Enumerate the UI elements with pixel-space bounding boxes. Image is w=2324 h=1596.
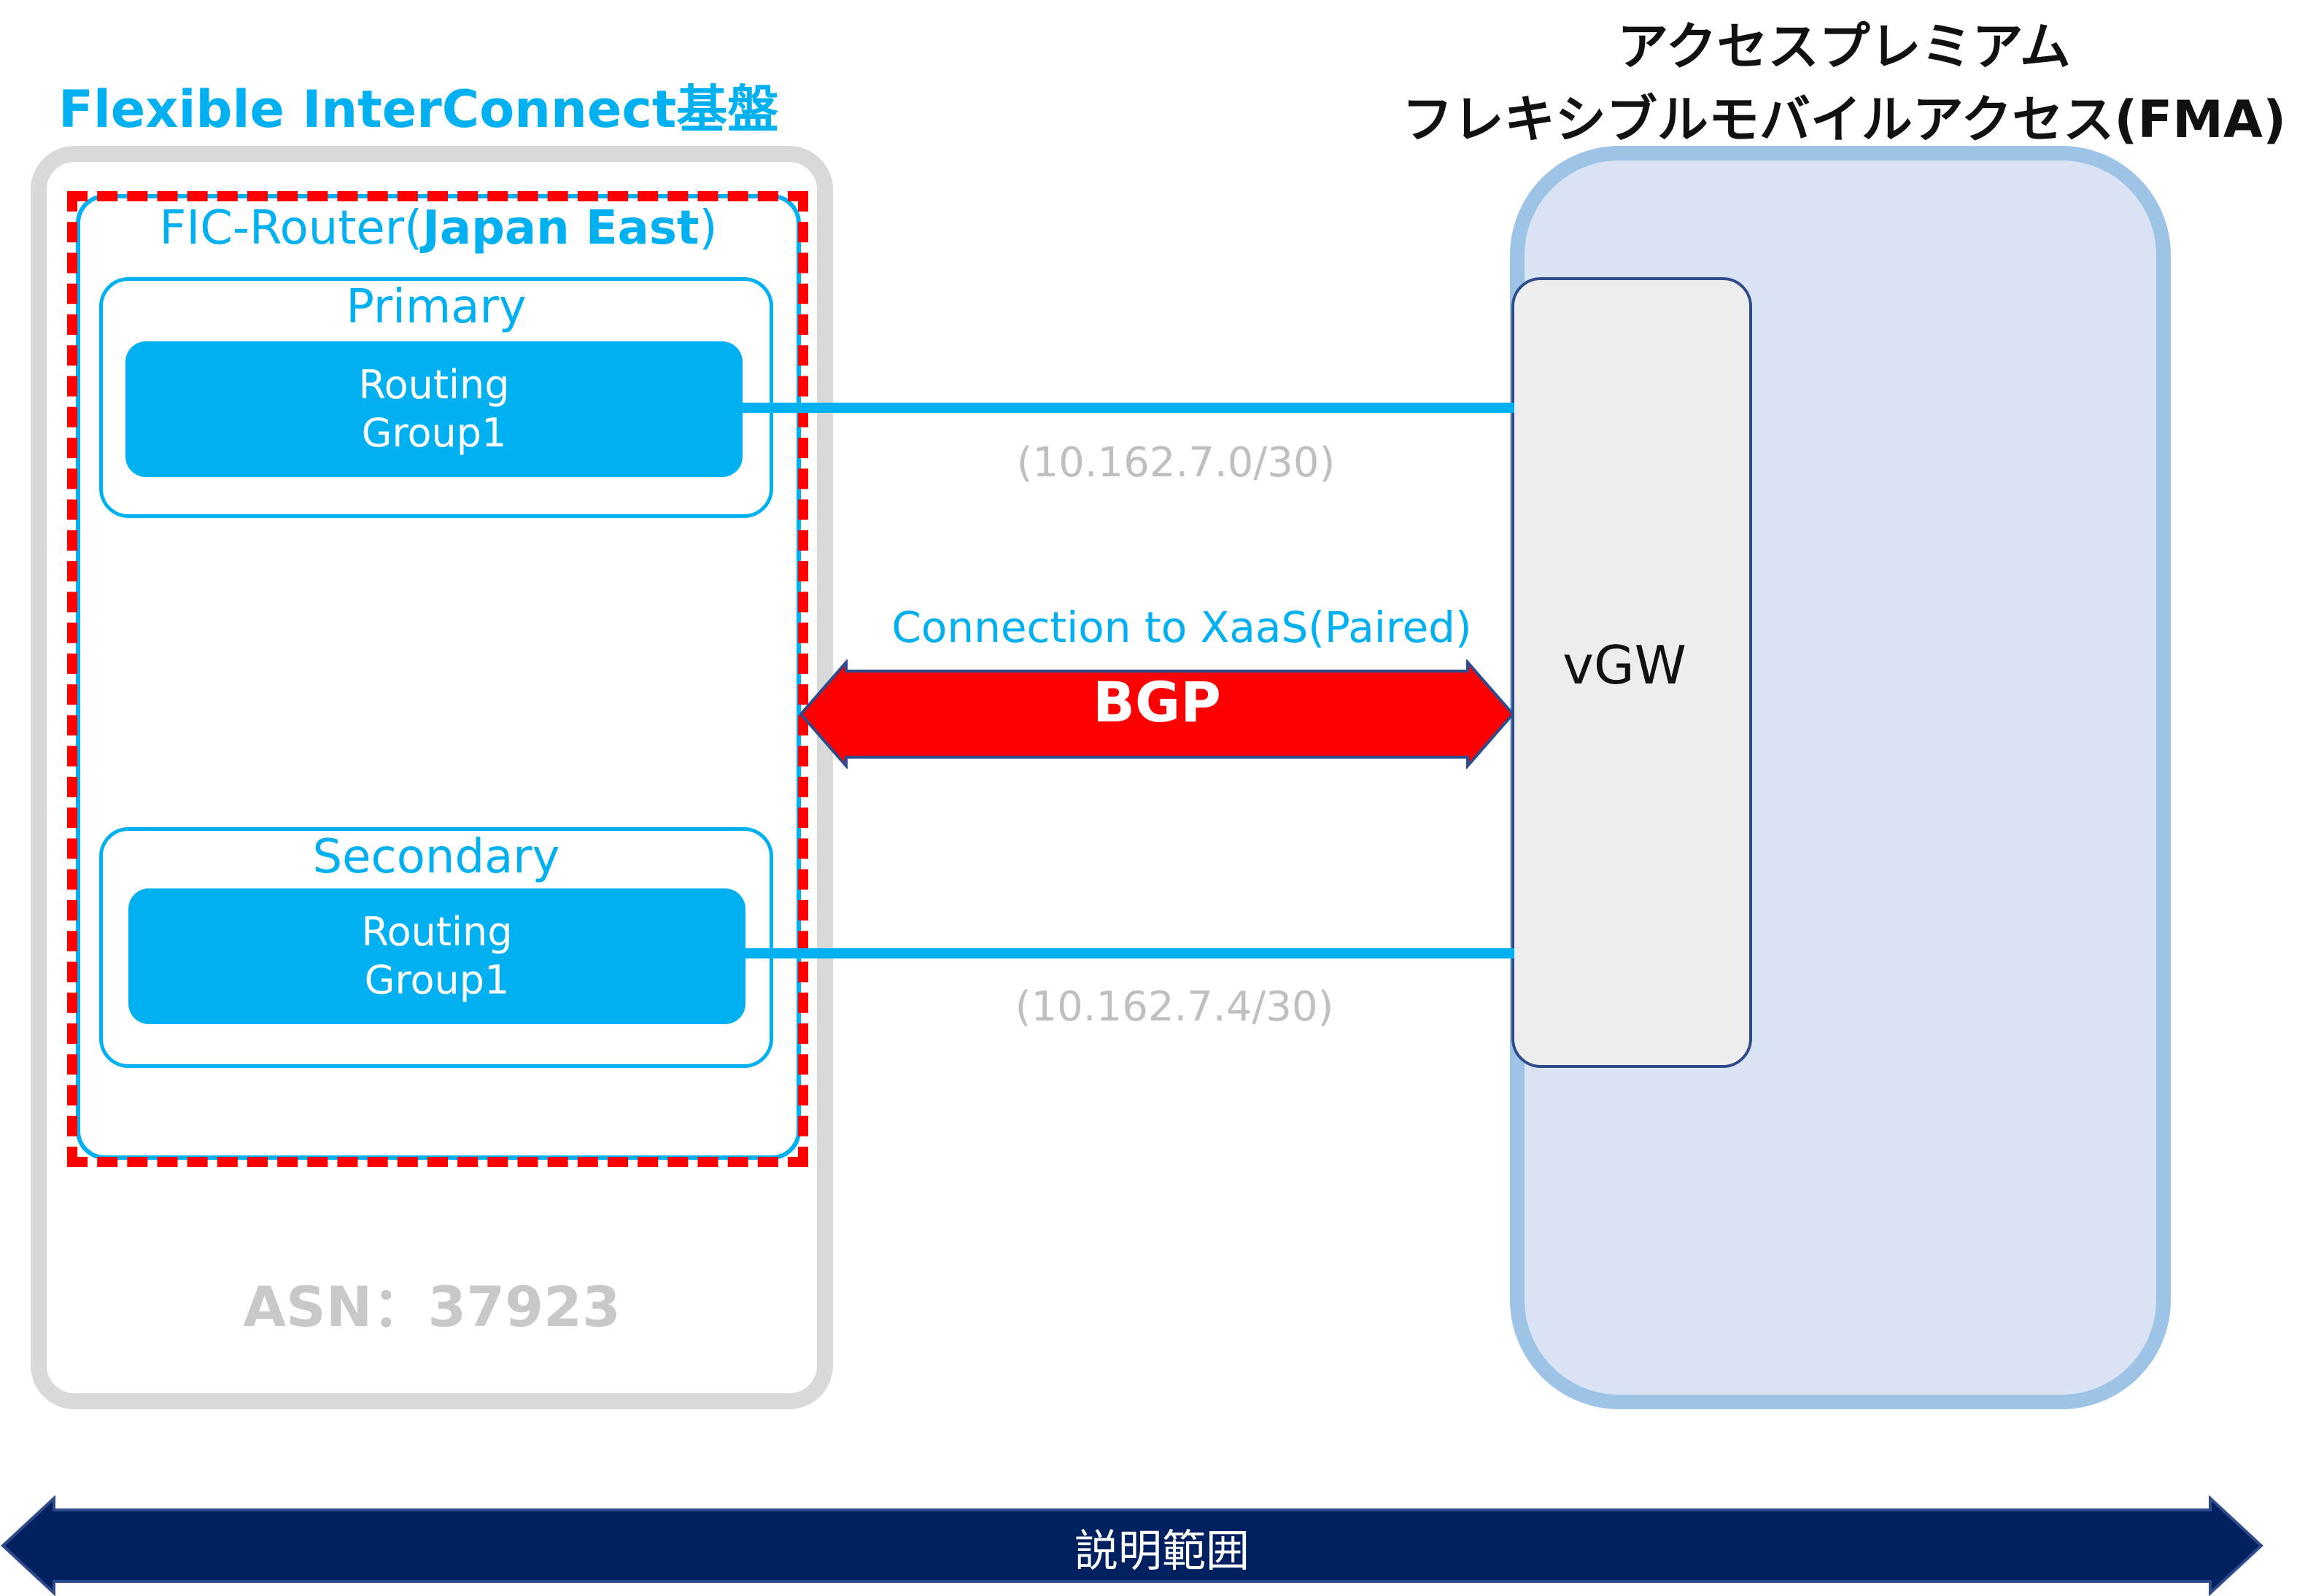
fic-router-label: FIC-Router(Japan East) [159,201,718,255]
scope-double-arrow [1,1495,2263,1596]
vgw-box [1511,277,1752,1068]
primary-ip-label: (10.162.7.0/30) [1016,439,1336,487]
region-label: Japan East [422,201,700,255]
scope-label: 説明範囲 [1074,1526,1250,1577]
bgp-double-arrow [799,659,1514,769]
connection-label: Connection to XaaS(Paired) [891,603,1472,652]
primary-link-line [743,403,1514,413]
primary-title: Primary [346,280,527,334]
vgw-label: vGW [1562,635,1686,696]
group-label: Group1 [364,957,510,1003]
scope-highlight-dashed [67,191,808,1167]
scope-arrow-svg [1,1495,2263,1596]
fma-title-line2: フレキシブルモバイルアクセス(FMA) [1401,90,2287,150]
fic-title: Flexible InterConnect基盤 [58,80,779,139]
bgp-arrow-svg [799,659,1514,769]
routing-label: Routing [358,362,510,408]
secondary-title: Secondary [312,830,560,884]
secondary-link-line [745,948,1514,958]
secondary-routing-group: Routing Group1 [128,888,745,1024]
asn-label: ASN：37923 [243,1274,621,1339]
secondary-ip-label: (10.162.7.4/30) [1015,983,1334,1031]
fma-title-line1: アクセスプレミアム [1617,17,2071,77]
bgp-label: BGP [1092,670,1221,735]
primary-routing-group: Routing Group1 [125,341,743,477]
routing-label: Routing [361,909,513,955]
group-label: Group1 [361,410,507,456]
fma-title: アクセスプレミアム フレキシブルモバイルアクセス(FMA) [1364,10,2324,156]
